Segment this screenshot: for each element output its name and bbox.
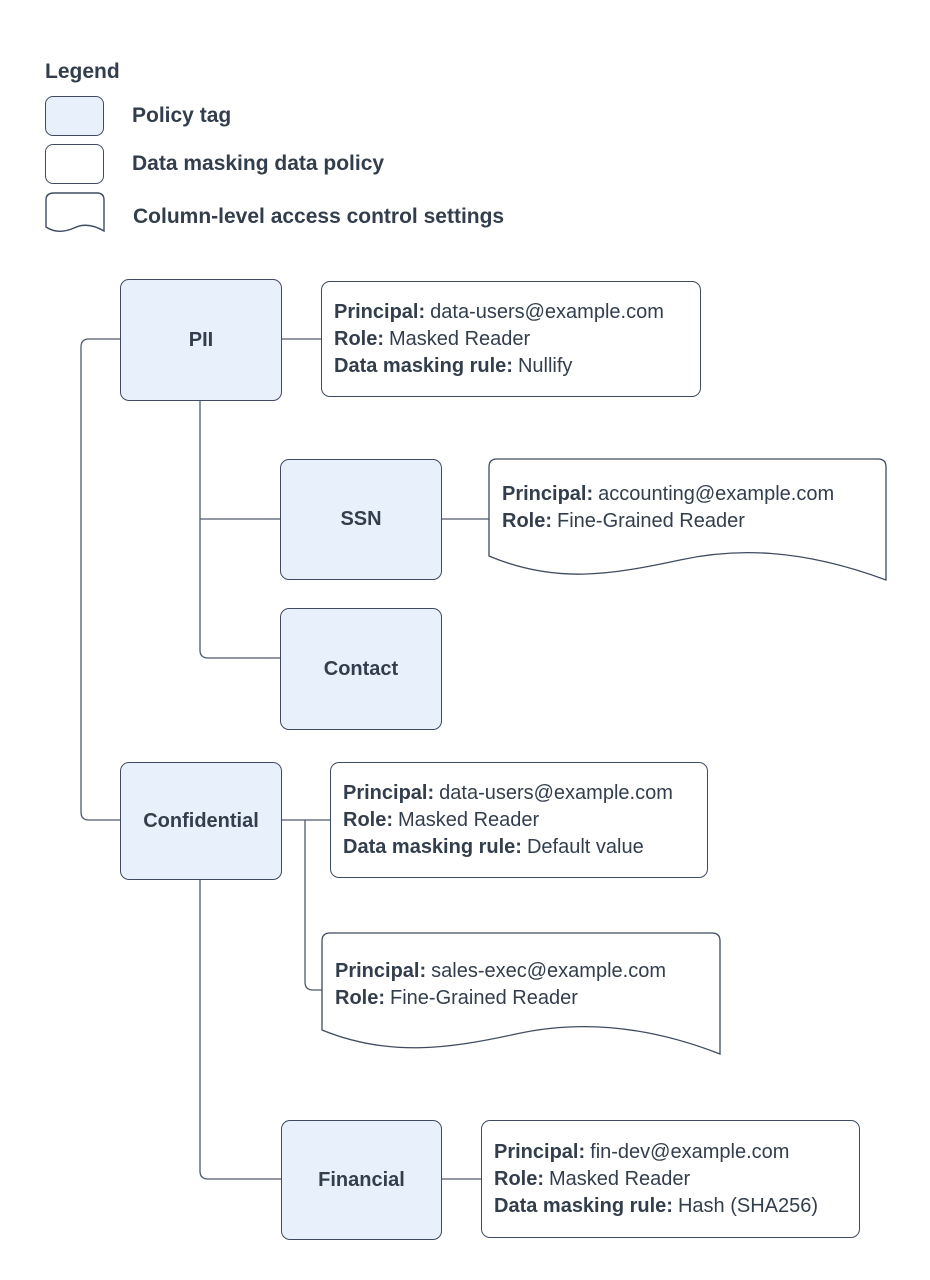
access-control-swatch bbox=[45, 192, 105, 233]
node-label: PII bbox=[188, 328, 214, 351]
legend-item-access-control: Column-level access control settings bbox=[45, 192, 504, 241]
rule-label: Data masking rule: bbox=[343, 835, 522, 858]
policy-box-financial-masking: Principal:fin-dev@example.com Role:Maske… bbox=[481, 1120, 860, 1238]
principal-label: Principal: bbox=[335, 960, 427, 982]
rule-value: Default value bbox=[526, 835, 644, 858]
role-value: Masked Reader bbox=[389, 327, 531, 350]
legend-item-label: Data masking data policy bbox=[132, 152, 385, 175]
role-label: Role: bbox=[343, 808, 393, 831]
node-label: Confidential bbox=[143, 809, 259, 832]
principal-label: Principal: bbox=[494, 1140, 586, 1163]
node-financial: Financial bbox=[281, 1120, 442, 1240]
legend-title: Legend bbox=[45, 60, 120, 83]
rule-label: Data masking rule: bbox=[494, 1194, 673, 1217]
role-label: Role: bbox=[335, 987, 385, 1009]
principal-value: sales-exec@example.com bbox=[431, 960, 666, 982]
principal-value: data-users@example.com bbox=[439, 781, 673, 804]
principal-value: accounting@example.com bbox=[598, 483, 835, 505]
role-value: Masked Reader bbox=[398, 808, 540, 831]
legend: Legend Policy tag Data masking data poli… bbox=[45, 60, 504, 249]
role-value: Fine-Grained Reader bbox=[557, 510, 745, 532]
data-masking-policy-swatch bbox=[45, 144, 104, 184]
node-label: Contact bbox=[323, 657, 399, 680]
connector-confidential-access bbox=[304, 820, 322, 991]
node-confidential: Confidential bbox=[120, 762, 282, 880]
policy-box-pii-masking: Principal:data-users@example.com Role:Ma… bbox=[321, 281, 701, 397]
node-label: Financial bbox=[318, 1168, 405, 1191]
connector-pii-contact bbox=[199, 399, 280, 659]
confidential-access-control-shape bbox=[321, 932, 721, 1055]
access-control-text-confidential: Principal:sales-exec@example.com Role:Fi… bbox=[335, 958, 715, 1012]
policy-box-confidential-masking: Principal:data-users@example.com Role:Ma… bbox=[330, 762, 708, 878]
ssn-access-control-shape bbox=[488, 458, 887, 581]
connector-confidential-financial bbox=[199, 878, 281, 1180]
legend-item-label: Column-level access control settings bbox=[133, 204, 505, 228]
principal-label: Principal: bbox=[343, 781, 435, 804]
role-label: Role: bbox=[494, 1167, 544, 1190]
principal-value: data-users@example.com bbox=[430, 300, 664, 323]
rule-value: Nullify bbox=[517, 354, 573, 377]
legend-item-policy-tag: Policy tag bbox=[45, 96, 504, 136]
policy-tag-swatch bbox=[45, 96, 104, 136]
rule-label: Data masking rule: bbox=[334, 354, 513, 377]
node-ssn: SSN bbox=[280, 459, 442, 580]
node-label: SSN bbox=[340, 508, 382, 530]
node-pii: PII bbox=[120, 279, 282, 401]
legend-item-label: Policy tag bbox=[132, 104, 232, 127]
legend-item-data-masking-policy: Data masking data policy bbox=[45, 144, 504, 184]
node-contact: Contact bbox=[280, 608, 442, 730]
role-label: Role: bbox=[334, 327, 384, 350]
principal-label: Principal: bbox=[334, 300, 426, 323]
role-label: Role: bbox=[502, 510, 552, 532]
rule-value: Hash (SHA256) bbox=[677, 1194, 819, 1217]
role-value: Fine-Grained Reader bbox=[390, 987, 578, 1009]
principal-value: fin-dev@example.com bbox=[590, 1140, 790, 1163]
access-control-text-ssn: Principal:accounting@example.com Role:Fi… bbox=[502, 481, 877, 535]
role-value: Masked Reader bbox=[549, 1167, 691, 1190]
connector-trunk-pii-confidential bbox=[80, 338, 120, 821]
principal-label: Principal: bbox=[502, 483, 594, 505]
